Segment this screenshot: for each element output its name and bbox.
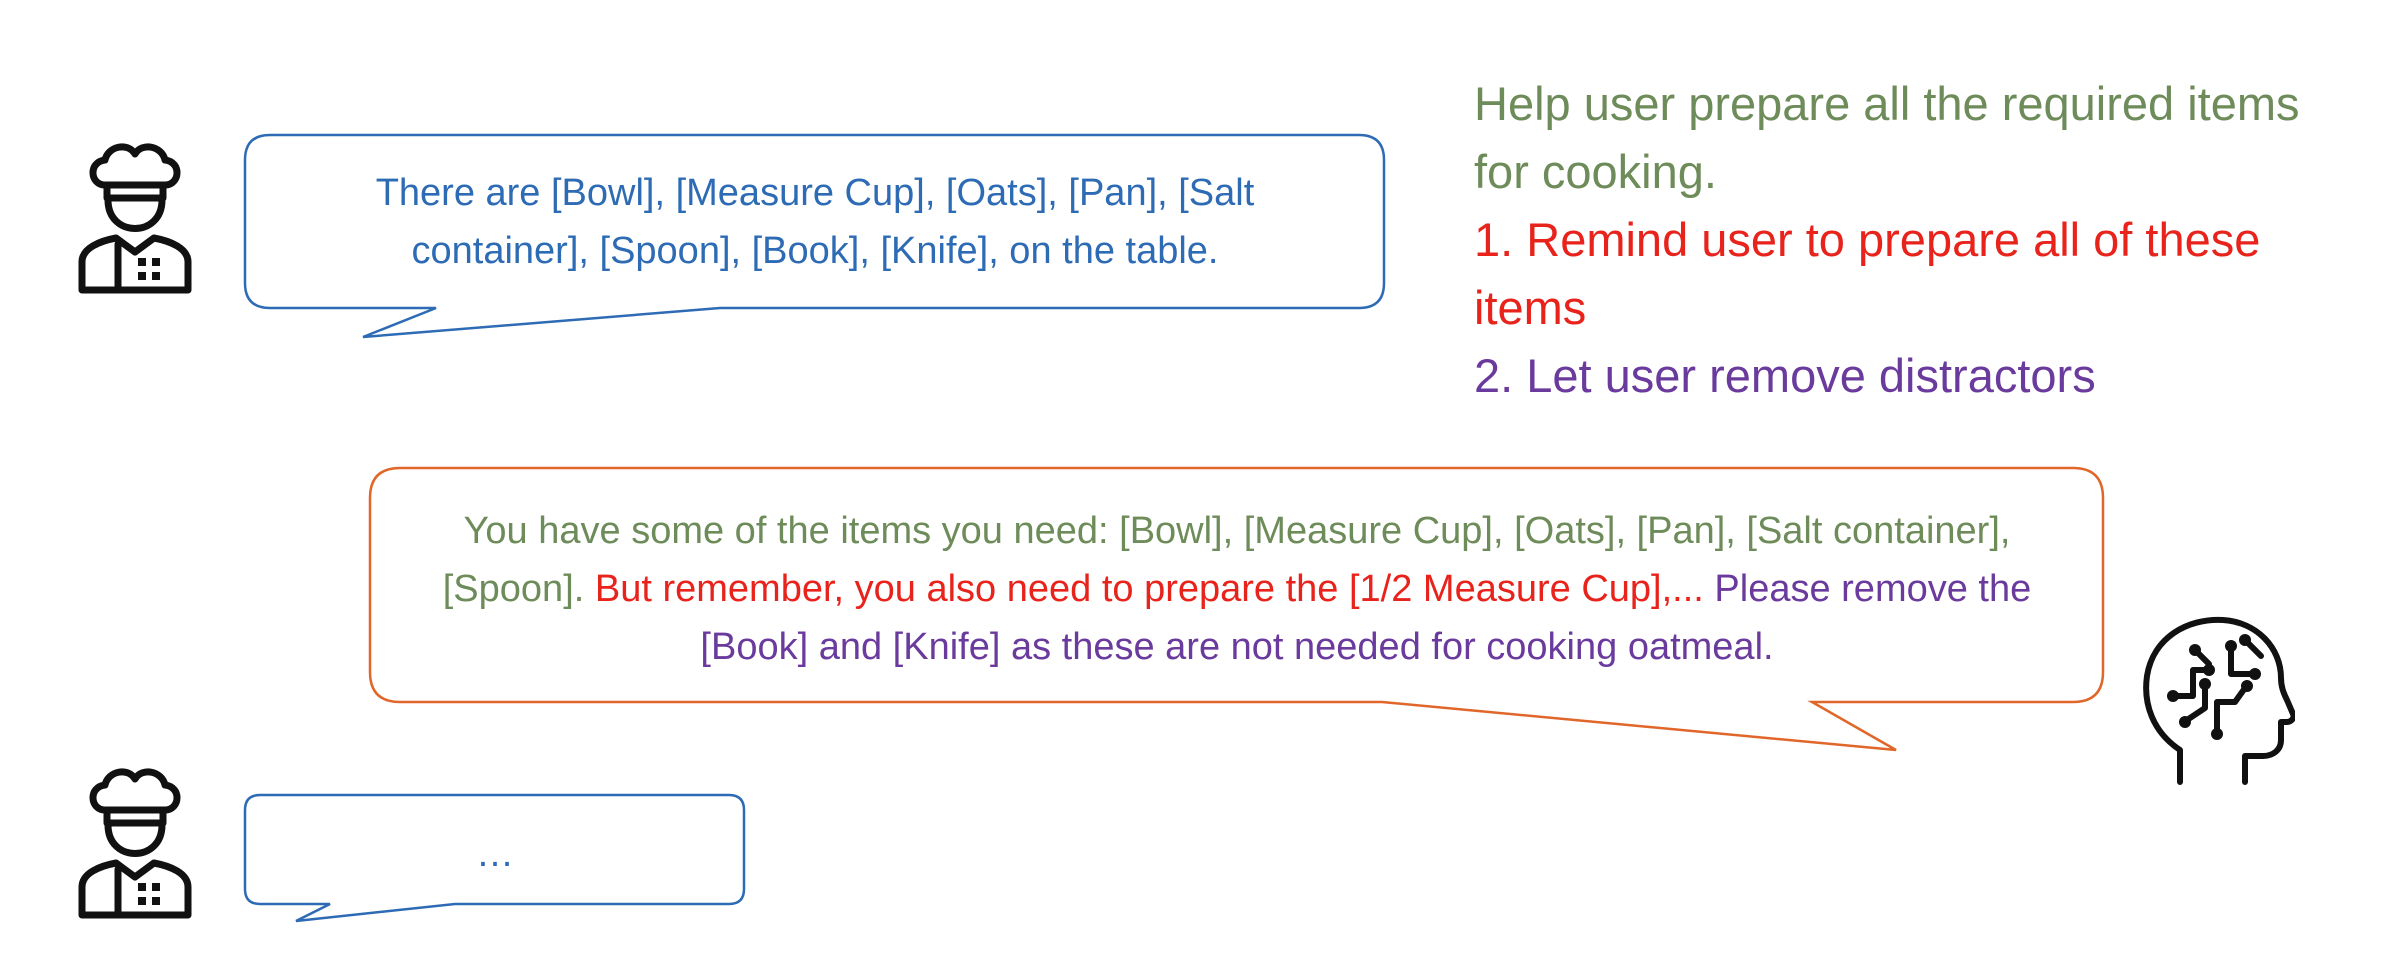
user-bubble-2-outline	[243, 793, 746, 923]
assistant-bubble-outline	[368, 466, 2105, 752]
chef-icon	[78, 143, 192, 294]
goal-item-1-line-1: 1. Remind user to prepare all of these	[1474, 213, 2261, 266]
assistant-message-present-items: You have some of the items you need: [Bo…	[442, 510, 2011, 610]
assistant-message-remove-distractors: Please remove the [Book] and [Knife] as …	[700, 568, 2032, 668]
user-bubble-1-outline	[243, 133, 1386, 339]
assistant-message-text: You have some of the items you need: [Bo…	[400, 502, 2074, 676]
ai-brain-icon	[2143, 616, 2295, 785]
user-message-1-text: There are [Bowl], [Measure Cup], [Oats],…	[375, 172, 1255, 272]
goal-title-line-2: for cooking.	[1474, 145, 1717, 198]
assistant-message-reminder: But remember, you also need to prepare t…	[594, 568, 1704, 610]
goal-item-1-line-2: items	[1474, 281, 1587, 334]
user-message-2-text: …	[476, 833, 514, 875]
task-goal: Help user prepare all the required items…	[1474, 70, 2374, 410]
goal-title-line-1: Help user prepare all the required items	[1474, 77, 2300, 130]
goal-item-2: 2. Let user remove distractors	[1474, 349, 2096, 402]
chef-icon	[78, 768, 192, 919]
